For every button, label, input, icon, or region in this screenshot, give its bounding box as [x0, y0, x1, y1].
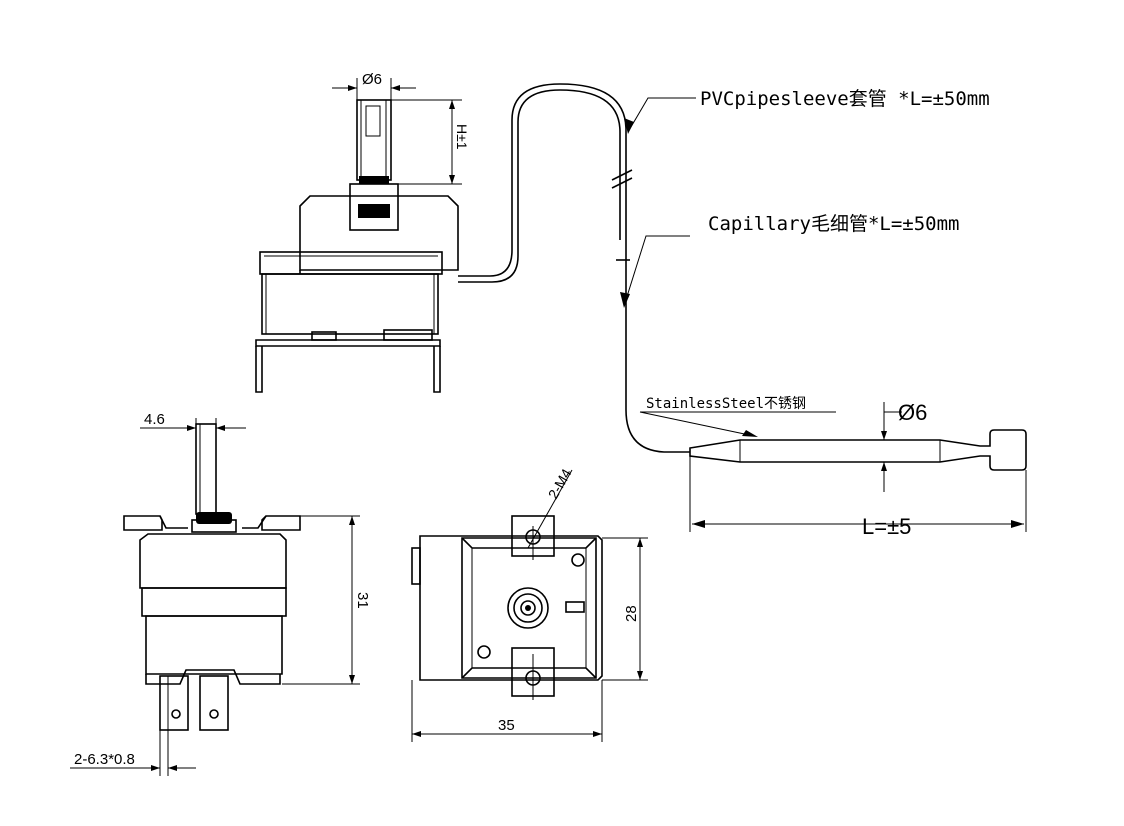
pvc-sleeve-label: PVCpipesleeve套管 *L=±50mm: [700, 88, 990, 110]
probe-length-label: L=±5: [862, 514, 911, 539]
capillary-label: Capillary毛细管*L=±50mm: [708, 213, 959, 235]
top-thermostat-view: [255, 99, 459, 393]
capillary-tube: [458, 83, 690, 453]
height-28-label: 28: [623, 605, 640, 622]
height-31-label: 31: [354, 592, 371, 609]
pvc-sleeve-callout: PVCpipesleeve套管 *L=±50mm: [624, 88, 990, 134]
screw-spec-label: 2-M4: [545, 466, 575, 502]
stainless-callout: StainlessSteel不锈钢: [639, 396, 836, 437]
shaft-diameter-dimension: Ø6: [332, 71, 416, 100]
shaft-height-dimension: H±1: [391, 99, 470, 185]
terminal-spec-label: 2-6.3*0.8: [74, 751, 135, 768]
terminal-dimension: 2-6.3*0.8: [70, 730, 196, 776]
probe-diameter-dimension: Ø6: [881, 400, 927, 492]
height-28-dimension: 28: [602, 537, 648, 681]
height-31-dimension: 31: [282, 515, 371, 685]
width-35-dimension: 35: [411, 680, 603, 742]
temperature-probe: [689, 429, 1027, 471]
probe-diameter-label: Ø6: [898, 400, 927, 425]
shaft-width-dimension: 4.6: [140, 411, 246, 440]
width-35-label: 35: [498, 717, 515, 734]
front-view: [411, 515, 603, 700]
capillary-callout: Capillary毛细管*L=±50mm: [620, 213, 959, 308]
shaft-width-label: 4.6: [144, 411, 165, 428]
stainless-label: StainlessSteel不锈钢: [646, 396, 806, 412]
shaft-height-label: H±1: [454, 124, 470, 150]
side-view: [123, 423, 301, 731]
shaft-diameter-label: Ø6: [362, 71, 382, 88]
probe-length-dimension: L=±5: [689, 456, 1027, 539]
